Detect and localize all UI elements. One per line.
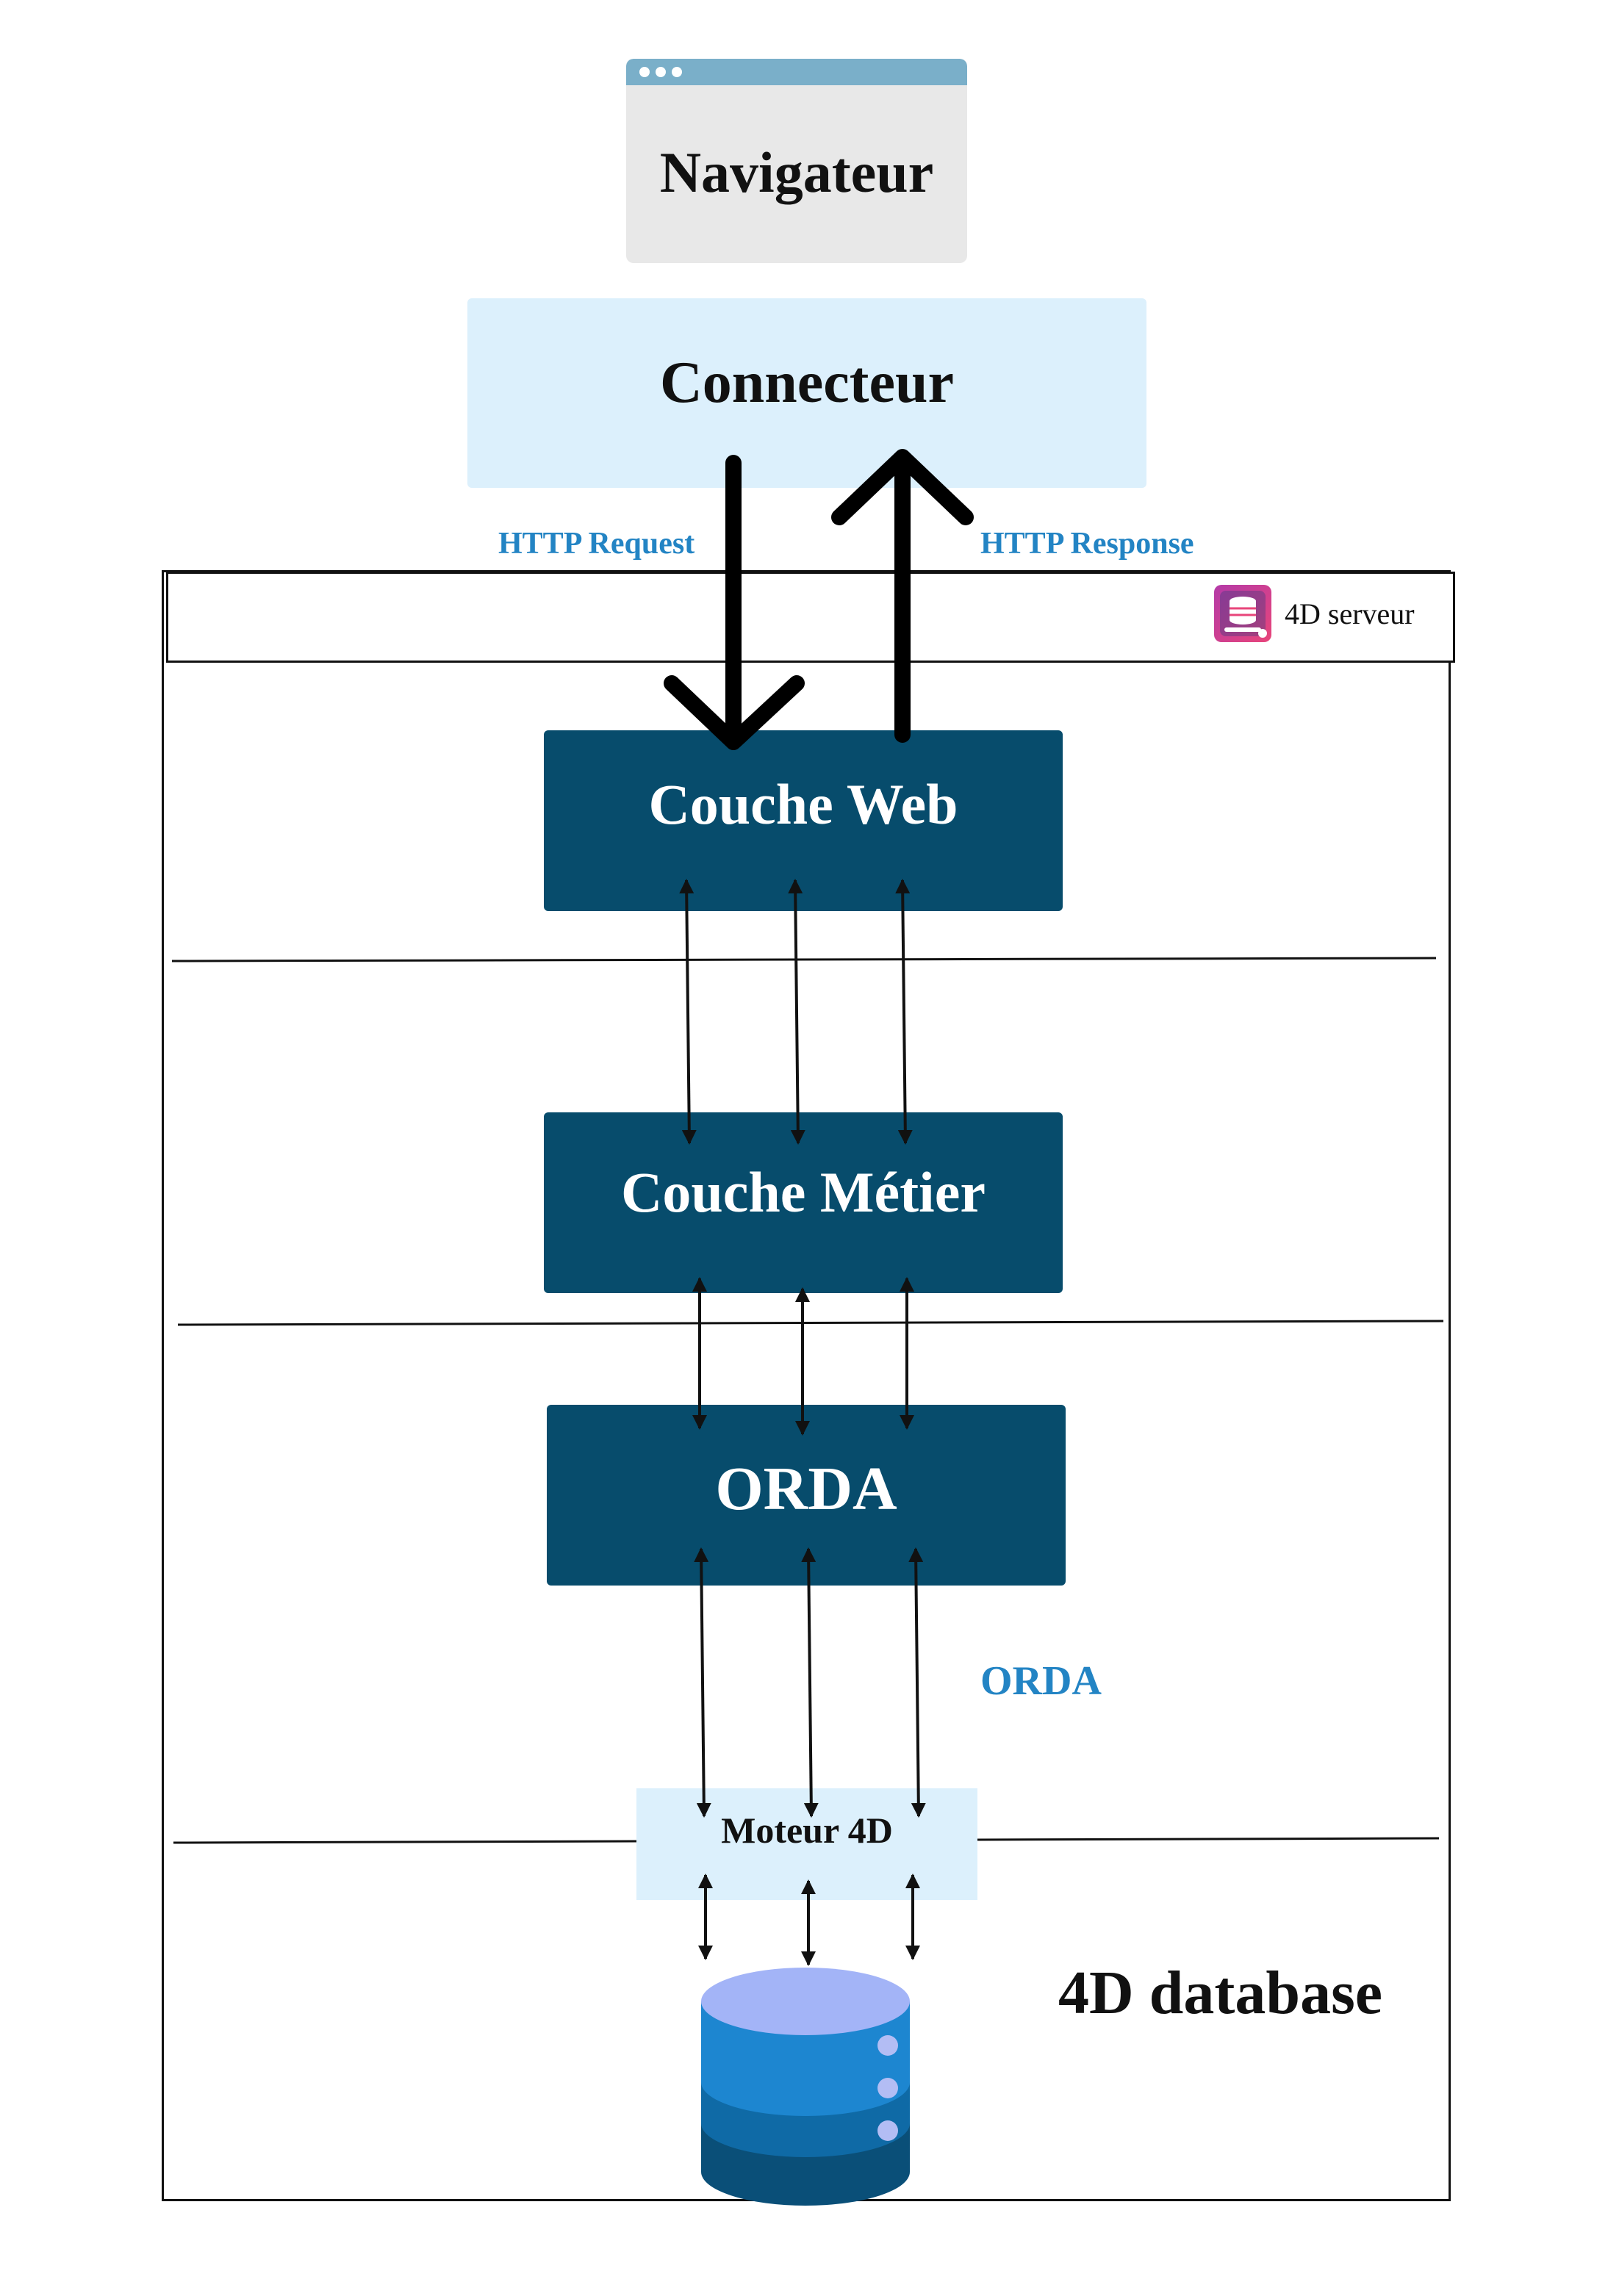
http-request-label: HTTP Request — [498, 527, 695, 561]
database-label: 4D database — [1058, 1959, 1383, 2027]
separator-line — [177, 1320, 1444, 1326]
connector-box: Connecteur — [467, 298, 1146, 488]
web-layer-title: Couche Web — [648, 772, 958, 836]
business-layer-title: Couche Métier — [621, 1160, 986, 1224]
double-arrow — [895, 879, 913, 1145]
database-cylinder-icon — [701, 1968, 910, 2206]
browser-title: Navigateur — [659, 140, 934, 204]
connector-title: Connecteur — [660, 350, 954, 415]
window-dot-icon — [656, 67, 666, 77]
separator-line — [171, 957, 1437, 962]
browser-title-bar — [626, 59, 967, 85]
http-response-label: HTTP Response — [980, 527, 1194, 561]
orda-link-label: ORDA — [980, 1658, 1102, 1704]
http-response-arrow — [831, 449, 974, 743]
double-arrow — [788, 879, 805, 1145]
orda-layer-title: ORDA — [715, 1455, 897, 1523]
double-arrow — [801, 1547, 819, 1818]
browser-window: Navigateur — [626, 59, 967, 263]
separator-line — [173, 1840, 637, 1844]
window-dot-icon — [672, 67, 682, 77]
double-arrow — [679, 879, 697, 1145]
window-dot-icon — [639, 67, 650, 77]
server-label: 4D serveur — [1285, 597, 1415, 630]
double-arrow — [694, 1547, 711, 1818]
separator-line — [977, 1837, 1440, 1841]
http-request-arrow — [664, 455, 805, 750]
4d-server-icon — [1214, 585, 1271, 642]
double-arrow — [908, 1547, 926, 1818]
